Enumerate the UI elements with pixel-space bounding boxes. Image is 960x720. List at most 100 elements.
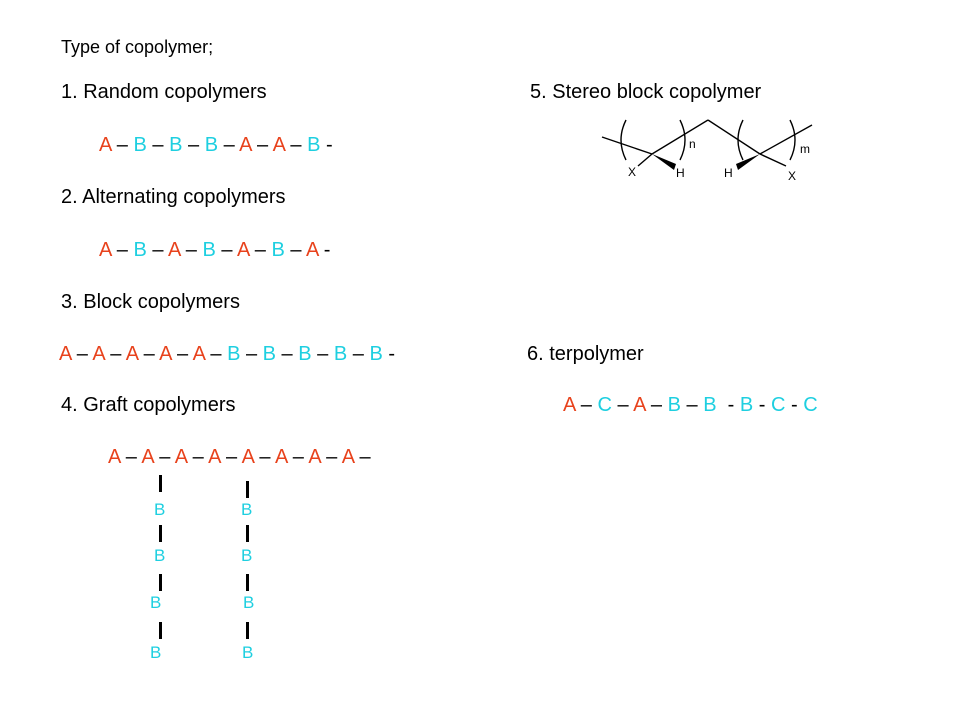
bond-dash: – <box>680 394 704 416</box>
graft-branch-right-unit: B <box>242 643 254 662</box>
monomer-c: C <box>597 394 612 416</box>
substituent-x-label: X <box>628 165 636 179</box>
monomer-a: A <box>563 394 576 416</box>
graft-branch-left-unit: B <box>150 593 162 612</box>
monomer-a: A <box>274 446 288 468</box>
bond-dash: – <box>182 134 205 156</box>
monomer-a: A <box>159 343 172 365</box>
bond-dash: – <box>111 239 134 261</box>
monomer-b: B <box>204 134 219 156</box>
bond-dash: – <box>284 134 308 156</box>
bond-dash: – <box>187 446 209 468</box>
graft-branch-left-unit: B <box>150 643 162 662</box>
bond-dash: - <box>716 394 740 416</box>
monomer-a: A <box>341 446 354 468</box>
bond-dash: – <box>645 394 668 416</box>
hydrogen-label: H <box>676 166 685 180</box>
graft-bond <box>246 481 249 498</box>
monomer-c: C <box>771 394 786 416</box>
bond-dash: – <box>146 239 168 261</box>
block-title: 3. Block copolymers <box>61 291 240 313</box>
bond-dash: - <box>318 239 331 261</box>
monomer-a: A <box>633 394 646 416</box>
alternating-title: 2. Alternating copolymers <box>61 186 286 208</box>
monomer-b: B <box>271 239 285 261</box>
bond-dash: – <box>180 239 203 261</box>
bond-dash: – <box>138 343 160 365</box>
bond-dash: – <box>253 446 275 468</box>
monomer-a: A <box>192 343 205 365</box>
bond-dash: – <box>249 239 272 261</box>
bond-dash: - <box>320 134 333 156</box>
monomer-a: A <box>308 446 321 468</box>
monomer-b: B <box>667 394 681 416</box>
alternating-chain: A – B – A – B – A – B – A - <box>99 239 330 262</box>
monomer-b: B <box>202 239 216 261</box>
repeat-n-label: n <box>689 137 696 151</box>
monomer-a: A <box>208 446 221 468</box>
monomer-b: B <box>369 343 383 365</box>
monomer-c: C <box>803 394 818 416</box>
graft-branch-right-unit: B <box>241 546 253 565</box>
bond-dash: – <box>120 446 142 468</box>
graft-bond <box>246 622 249 639</box>
terpolymer-chain: A – C – A – B – B - B - C - C <box>563 394 818 417</box>
random-chain: A – B – B – B – A – A – B - <box>99 134 333 157</box>
bond-dash: – <box>171 343 193 365</box>
bond-dash: – <box>153 446 175 468</box>
monomer-b: B <box>169 134 183 156</box>
monomer-b: B <box>307 134 321 156</box>
monomer-a: A <box>99 134 112 156</box>
bond-dash: – <box>220 446 242 468</box>
bond-dash: – <box>276 343 299 365</box>
bond-dash: – <box>240 343 263 365</box>
bond-dash: - <box>753 394 771 416</box>
graft-backbone: A – A – A – A – A – A – A – A – <box>108 446 371 469</box>
repeat-m-label: m <box>800 142 810 156</box>
monomer-a: A <box>141 446 154 468</box>
monomer-a: A <box>239 134 252 156</box>
random-title: 1. Random copolymers <box>61 81 267 103</box>
hydrogen-label: H <box>724 166 733 180</box>
graft-branch-right-unit: B <box>243 593 255 612</box>
bond-dash: – <box>71 343 93 365</box>
monomer-a: A <box>241 446 254 468</box>
terpolymer-title: 6. terpolymer <box>527 343 644 365</box>
bond-dash: – <box>353 446 371 468</box>
graft-branch-left-unit: B <box>154 546 166 565</box>
monomer-a: A <box>305 239 319 261</box>
graft-title: 4. Graft copolymers <box>61 394 236 416</box>
monomer-a: A <box>125 343 139 365</box>
substituent-x-label: X <box>788 169 796 183</box>
monomer-b: B <box>333 343 348 365</box>
graft-bond <box>159 475 162 492</box>
graft-branch-right-unit: B <box>241 500 253 519</box>
bond-dash: – <box>347 343 370 365</box>
bond-dash: – <box>146 134 170 156</box>
bond-dash: - <box>785 394 804 416</box>
monomer-a: A <box>59 343 72 365</box>
bond-dash: – <box>111 134 134 156</box>
graft-bond <box>159 622 162 639</box>
graft-bond <box>246 574 249 591</box>
monomer-b: B <box>703 394 717 416</box>
block-chain: A – A – A – A – A – B – B – B – B – B - <box>59 343 395 366</box>
bond-dash: – <box>284 239 306 261</box>
graft-branch-left-unit: B <box>154 500 166 519</box>
monomer-a: A <box>99 239 112 261</box>
bond-dash: – <box>204 343 228 365</box>
graft-bond <box>246 525 249 542</box>
monomer-a: A <box>92 343 105 365</box>
bond-dash: – <box>218 134 240 156</box>
stereo-block-structure: n m X H H X <box>601 119 813 183</box>
bond-dash: – <box>104 343 126 365</box>
bond-dash: – <box>287 446 309 468</box>
monomer-a: A <box>236 239 250 261</box>
monomer-a: A <box>108 446 121 468</box>
graft-bond <box>159 574 162 591</box>
bond-dash: – <box>575 394 598 416</box>
bond-dash: – <box>311 343 334 365</box>
bond-dash: – <box>251 134 273 156</box>
monomer-a: A <box>272 134 285 156</box>
monomer-b: B <box>298 343 312 365</box>
